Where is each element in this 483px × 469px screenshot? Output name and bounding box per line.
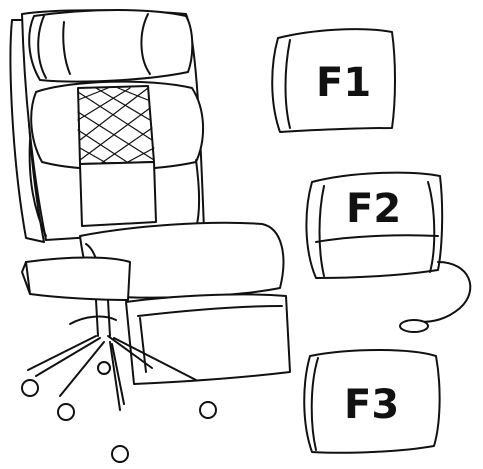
part-label-f3: F3 [344, 382, 399, 428]
office-chair-illustration [11, 10, 290, 462]
part-f1-headrest-pillow: F1 [272, 29, 395, 132]
part-f2-lumbar-pillow: F2 [306, 173, 470, 332]
part-label-f1: F1 [316, 60, 371, 106]
part-f3-seat-pillow: F3 [304, 350, 439, 453]
part-label-f2: F2 [346, 186, 401, 232]
